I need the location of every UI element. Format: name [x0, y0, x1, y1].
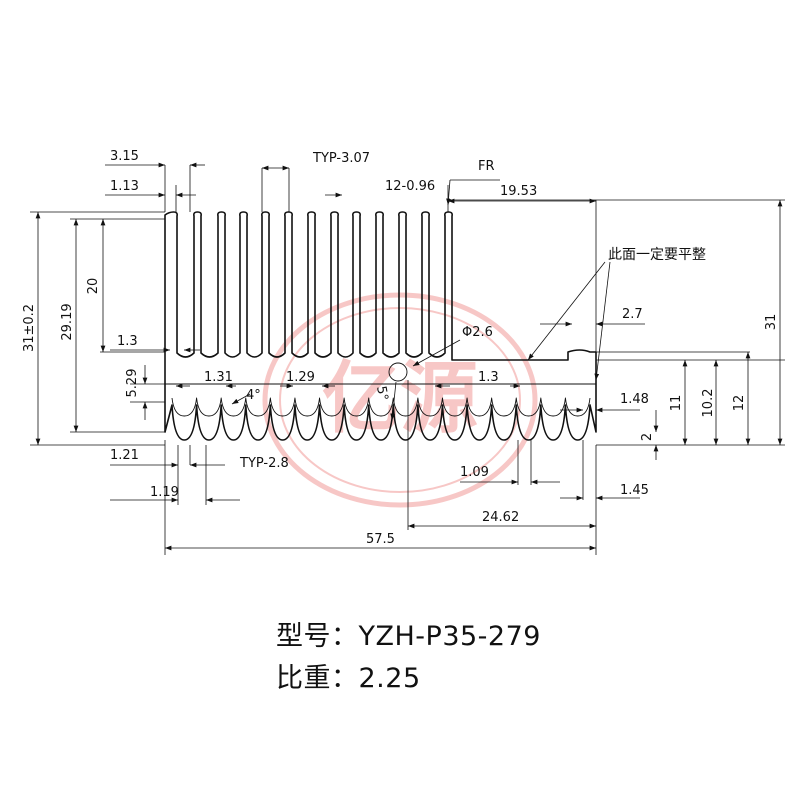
watermark-text: 亿源	[322, 354, 478, 444]
dim-fr: FR	[478, 159, 495, 174]
dim-phi-2-6: Φ2.6	[462, 325, 493, 340]
dim-10-2: 10.2	[701, 389, 716, 418]
profile-outline	[164, 211, 597, 441]
dim-12-0-96: 12-0.96	[385, 179, 435, 194]
watermark-logo: 亿源	[262, 292, 538, 508]
dim-typ-3-07: TYP-3.07	[312, 151, 370, 166]
profile-inner-outline	[165, 362, 596, 417]
dim-29-19: 29.19	[60, 303, 75, 340]
dimension-texts: 3.15 1.13 TYP-3.07 12-0.96 FR 19.53 此面一定…	[22, 149, 779, 547]
model-label: 型号：	[276, 621, 359, 652]
dim-1-3-right: 1.3	[478, 370, 499, 385]
model-value: YZH-P35-279	[358, 621, 541, 652]
dim-1-31: 1.31	[204, 370, 233, 385]
weight-value: 2.25	[358, 663, 421, 694]
dim-1-45: 1.45	[620, 483, 649, 498]
dim-1-21: 1.21	[110, 448, 139, 463]
dim-1-19: 1.19	[150, 485, 179, 500]
dim-57-5: 57.5	[366, 532, 395, 547]
dim-3-15: 3.15	[110, 149, 139, 164]
dim-1-48: 1.48	[620, 392, 649, 407]
dim-31-tol: 31±0.2	[22, 304, 37, 352]
dim-angle-5: 5°	[373, 385, 390, 402]
dim-1-13: 1.13	[110, 179, 139, 194]
note-flat-surface: 此面一定要平整	[608, 247, 706, 263]
dim-1-3-left: 1.3	[117, 334, 138, 349]
dim-2: 2	[640, 433, 655, 441]
dim-typ-2-8: TYP-2.8	[239, 456, 289, 471]
heatsink-profile	[164, 211, 597, 441]
weight-label: 比重：	[276, 663, 359, 694]
dim-11: 11	[669, 395, 684, 412]
dim-1-29: 1.29	[286, 370, 315, 385]
dim-angle-4: 4°	[246, 388, 261, 403]
dim-20: 20	[86, 278, 101, 295]
dim-1-09: 1.09	[460, 465, 489, 480]
dim-31: 31	[764, 314, 779, 331]
dim-5-29: 5.29	[125, 369, 140, 398]
model-row: 型号：YZH-P35-279	[276, 614, 541, 653]
dim-12: 12	[732, 395, 747, 412]
weight-row: 比重：2.25	[276, 656, 421, 695]
dim-24-62: 24.62	[482, 510, 519, 525]
dim-2-7: 2.7	[622, 307, 643, 322]
dim-19-53: 19.53	[500, 184, 537, 199]
